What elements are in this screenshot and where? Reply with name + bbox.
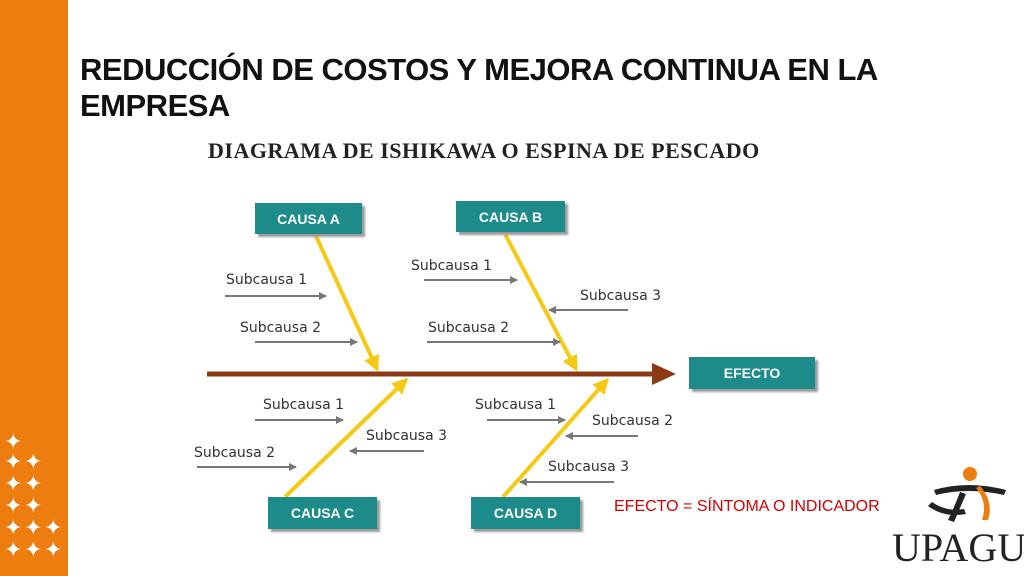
spine-arrowhead: [652, 363, 676, 385]
bone-causa-b: [503, 233, 578, 372]
subcause-label: Subcausa 2: [592, 413, 674, 429]
subcause-label: Subcausa 2: [240, 320, 322, 336]
sparkle-icon: ✦: [4, 538, 23, 563]
effect-note: EFECTO = SÍNTOMA O INDICADOR: [614, 498, 880, 515]
subcause-label: Subcausa 1: [475, 397, 557, 413]
effect-box: EFECTO: [689, 357, 815, 389]
bone-causa-d: [501, 377, 609, 499]
sparkle-icon: ✦: [24, 450, 43, 475]
subcause-label: Subcausa 1: [263, 397, 345, 413]
subcause-label: Subcausa 3: [548, 459, 630, 475]
cause-box-b: CAUSA B: [456, 201, 565, 232]
upagu-logo-icon: [928, 467, 1006, 522]
sparkle-icon: ✦: [24, 472, 43, 497]
subcause-label: Subcausa 1: [411, 258, 493, 274]
upagu-logo-text: UPAGU: [892, 525, 1024, 570]
sparkle-icon: ✦: [4, 450, 23, 475]
sparkle-icon: ✦: [4, 516, 23, 541]
bone-causa-c: [283, 377, 409, 499]
sparkle-icon: ✦: [4, 430, 23, 455]
subcause-label: Subcausa 3: [580, 288, 662, 304]
subcause-label: Subcausa 2: [194, 445, 276, 461]
subcause-label: Subcausa 2: [428, 320, 510, 336]
orange-sidebar: ✦ ✦ ✦ ✦ ✦ ✦ ✦ ✦ ✦ ✦ ✦ ✦ ✦: [0, 0, 68, 576]
diagram-title: DIAGRAMA DE ISHIKAWA O ESPINA DE PESCADO: [208, 138, 760, 163]
page-title: REDUCCIÓN DE COSTOS Y MEJORA CONTINUA EN…: [80, 52, 877, 123]
bone-causa-a: [313, 233, 379, 372]
sparkle-icon: ✦: [4, 494, 23, 519]
cause-box-c: CAUSA C: [268, 497, 377, 529]
sparkle-icon: ✦: [44, 538, 63, 563]
cause-box-a: CAUSA A: [255, 203, 362, 234]
subcause-label: Subcausa 3: [366, 428, 448, 444]
sparkle-icon: ✦: [44, 516, 63, 541]
cause-box-d: CAUSA D: [471, 497, 580, 529]
sparkle-icon: ✦: [24, 494, 43, 519]
sparkle-icon: ✦: [24, 516, 43, 541]
subcause-label: Subcausa 1: [226, 272, 308, 288]
sparkle-icon: ✦: [4, 472, 23, 497]
sparkle-icon: ✦: [24, 538, 43, 563]
